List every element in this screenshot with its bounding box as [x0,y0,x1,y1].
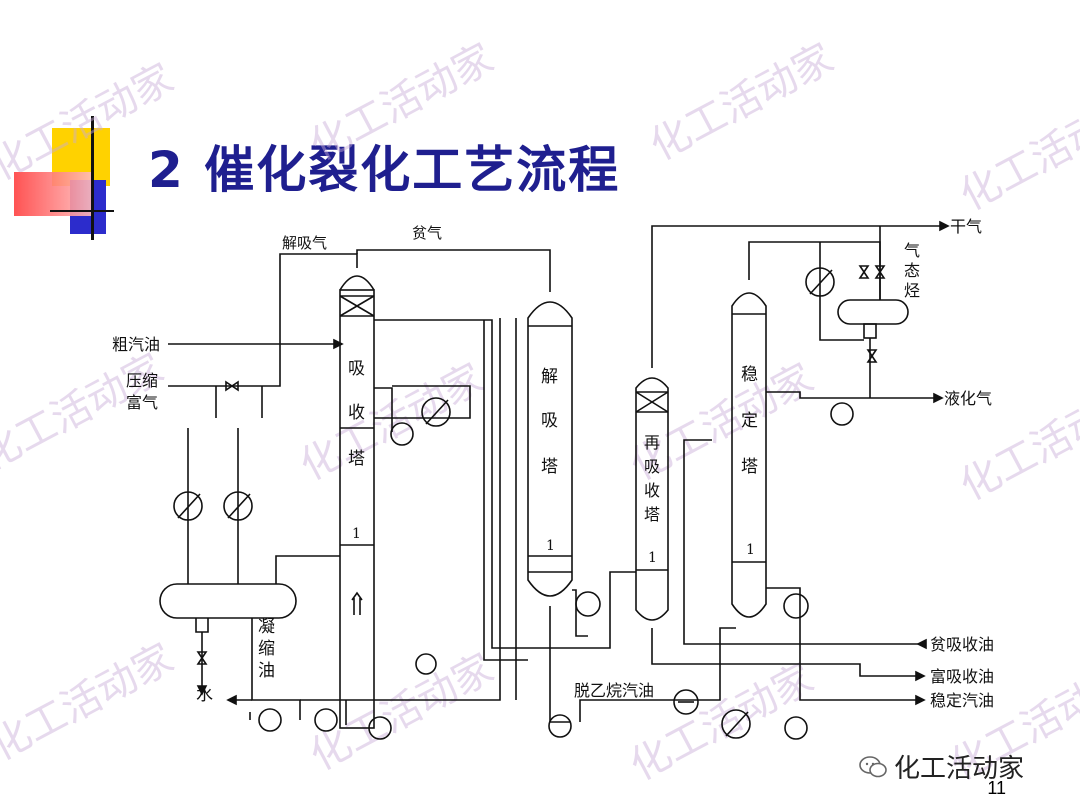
stabilizer-tower [731,292,767,618]
deco-horizontal-line [50,210,114,212]
absorber-tray: 1 [352,526,361,542]
desorb-gas-label: 解吸气 [282,234,327,252]
lean-absorption-oil-label: 贫吸收油 [930,635,994,654]
stabilized-gasoline-label: 稳定汽油 [930,691,994,710]
page-number: 11 [987,778,1006,798]
absorber-name-2: 收 [348,403,365,423]
deco-vertical-line [91,116,94,240]
rich-gas-label-1: 压缩 [126,371,158,390]
slide-title: 2 催化裂化工艺流程 [148,141,621,199]
reabsorber-tray: 1 [648,550,657,566]
condensed-oil-label-3: 油 [258,661,275,681]
reabsorber-name-1: 再 [644,433,660,452]
absorber-name-1: 吸 [348,359,365,379]
stabilizer-name-3: 塔 [741,457,758,477]
desorber-name-2: 吸 [541,411,558,431]
gas-liquid-separator [159,583,297,633]
stabilizer-tray: 1 [746,542,755,558]
desorber-tower [527,301,573,597]
rich-gas-label-2: 富气 [126,393,158,412]
lean-gas-label: 贫气 [412,224,442,242]
condensed-oil-label-2: 缩 [258,639,275,659]
valves [196,265,886,665]
reabsorber-name-2: 吸 [644,457,660,476]
reabsorber-name-3: 收 [644,481,660,500]
stabilizer-name-1: 稳 [741,365,758,385]
brand-name: 化工活动家 [894,754,1025,784]
gaseous-hc-label-3: 烃 [904,281,920,300]
brand-footer: 化工活动家 [858,748,1024,785]
rich-absorption-oil-label: 富吸收油 [930,667,994,686]
pumps [258,402,854,740]
desorber-tray: 1 [546,538,555,554]
reflux-drum [837,299,909,339]
dry-gas-label: 干气 [950,217,982,236]
desorber-name-3: 塔 [541,457,558,477]
lpg-label: 液化气 [944,389,992,408]
deco-red-block [14,172,94,216]
deethanized-gasoline-label: 脱乙烷汽油 [574,681,654,700]
reabsorber-tower [635,377,669,621]
gaseous-hc-label-1: 气 [904,241,920,260]
absorber-tower [339,275,375,729]
gaseous-hc-label-2: 态 [904,261,920,280]
crude-gasoline-label: 粗汽油 [112,335,160,354]
absorber-name-3: 塔 [348,449,365,469]
stabilizer-name-2: 定 [741,411,758,431]
pipes [168,220,950,725]
desorber-name-1: 解 [541,367,558,387]
condensed-oil-label-1: 凝 [258,617,275,637]
chat-bubble-icon [859,755,887,777]
heat-exchangers [173,267,835,739]
reabsorber-name-4: 塔 [644,505,660,524]
water-label: 水 [196,685,213,705]
